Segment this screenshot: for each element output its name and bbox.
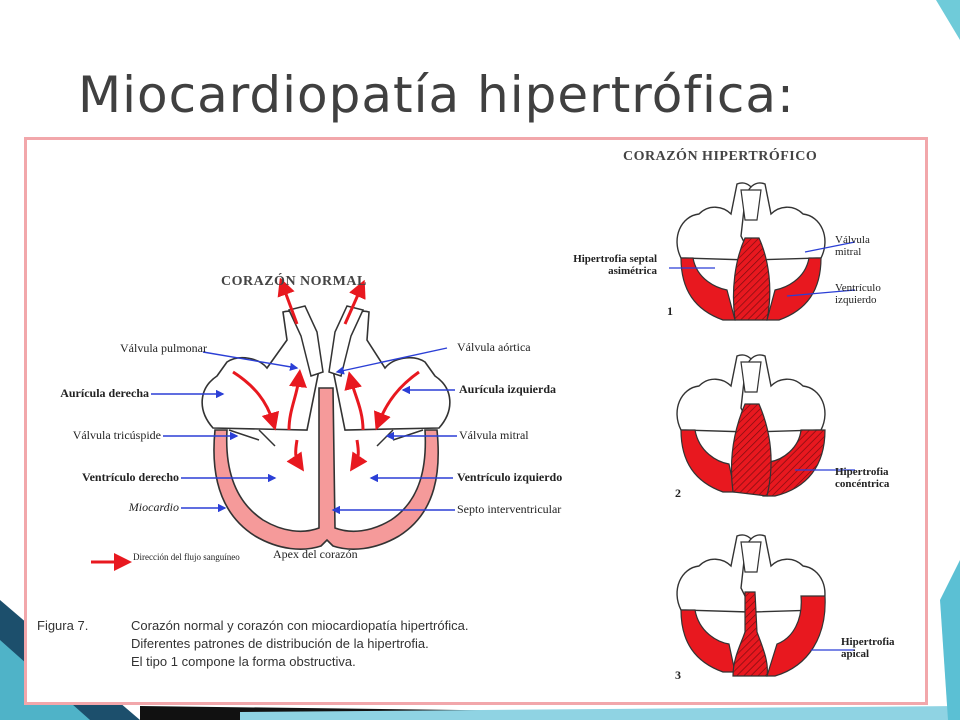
caption-line-2: Diferentes patrones de distribución de l… <box>131 636 429 651</box>
flow-arrow-1 <box>232 370 280 431</box>
figure-frame: CORAZÓN NORMAL CORAZÓN HIPERTRÓFICO Válv… <box>24 137 928 705</box>
label-miocardio: Miocardio <box>128 500 179 514</box>
flow-arrow-3 <box>277 277 299 325</box>
label-apex: Apex del corazón <box>273 547 358 561</box>
tricuspid-valve <box>228 429 276 447</box>
flow-arrow-4 <box>343 279 366 325</box>
mitral-valve <box>376 429 424 447</box>
flow-arrow-2 <box>287 369 307 431</box>
pointer-valvula-aortica <box>335 347 448 375</box>
bottom-stripe-blue <box>240 706 960 720</box>
label-ventriculo-derecho: Ventrículo derecho <box>82 470 179 484</box>
pointer-valvula-pulmonar <box>202 351 299 371</box>
caption-line-3: El tipo 1 compone la forma obstructiva. <box>131 654 356 669</box>
label-auricula-izquierda: Aurícula izquierda <box>459 382 557 396</box>
label-valvula-pulmonar: Válvula pulmonar <box>120 341 207 355</box>
label-valvula-aortica: Válvula aórtica <box>457 340 531 354</box>
label-hipertrofia-concentrica: Hipertrofia concéntrica <box>835 466 890 490</box>
caption-figure-number: Figura 7. <box>37 618 89 633</box>
flow-arrow-5 <box>373 370 420 431</box>
label-valvula-tricuspide: Válvula tricúspide <box>72 428 161 442</box>
label-ventriculo-izquierdo: Ventrículo izquierdo <box>457 470 563 484</box>
right-accent <box>940 560 960 720</box>
normal-heart <box>91 277 457 571</box>
hyper1-number: 1 <box>667 304 673 318</box>
label-valvula-mitral: Válvula mitral <box>459 428 529 442</box>
normal-myocardium <box>213 387 440 550</box>
hypertrophic-heart-1 <box>669 182 856 321</box>
legend-text: Dirección del flujo sanguíneo <box>133 552 240 562</box>
flow-arrow-7 <box>286 439 304 472</box>
hypertrophic-heart-2 <box>676 354 855 497</box>
heart-illustrations <box>91 182 856 677</box>
slide-title: Miocardiopatía hipertrófica: <box>78 66 795 124</box>
label-hyper1-valvula-mitral: Válvula mitral <box>835 234 870 258</box>
caption-line-1: Corazón normal y corazón con miocardiopa… <box>131 618 469 633</box>
flow-arrow-8 <box>350 439 368 472</box>
top-right-accent <box>936 0 960 40</box>
label-hipertrofia-apical: Hipertrofia apical <box>841 636 895 660</box>
label-hipertrofia-septal: Hipertrofia septal asimétrica <box>573 253 657 277</box>
hyper2-number: 2 <box>675 486 681 500</box>
label-septo-interventricular: Septo interventricular <box>457 502 562 516</box>
hypertrophic-heart-heading: CORAZÓN HIPERTRÓFICO <box>623 149 818 164</box>
flow-arrow-6 <box>344 371 365 431</box>
label-auricula-derecha: Aurícula derecha <box>60 386 149 400</box>
hypertrophic-heart-3 <box>676 534 855 677</box>
hyper3-number: 3 <box>675 668 681 682</box>
normal-heart-heading: CORAZÓN NORMAL <box>221 274 367 289</box>
label-hyper1-ventriculo: Ventrículo izquierdo <box>835 282 881 306</box>
